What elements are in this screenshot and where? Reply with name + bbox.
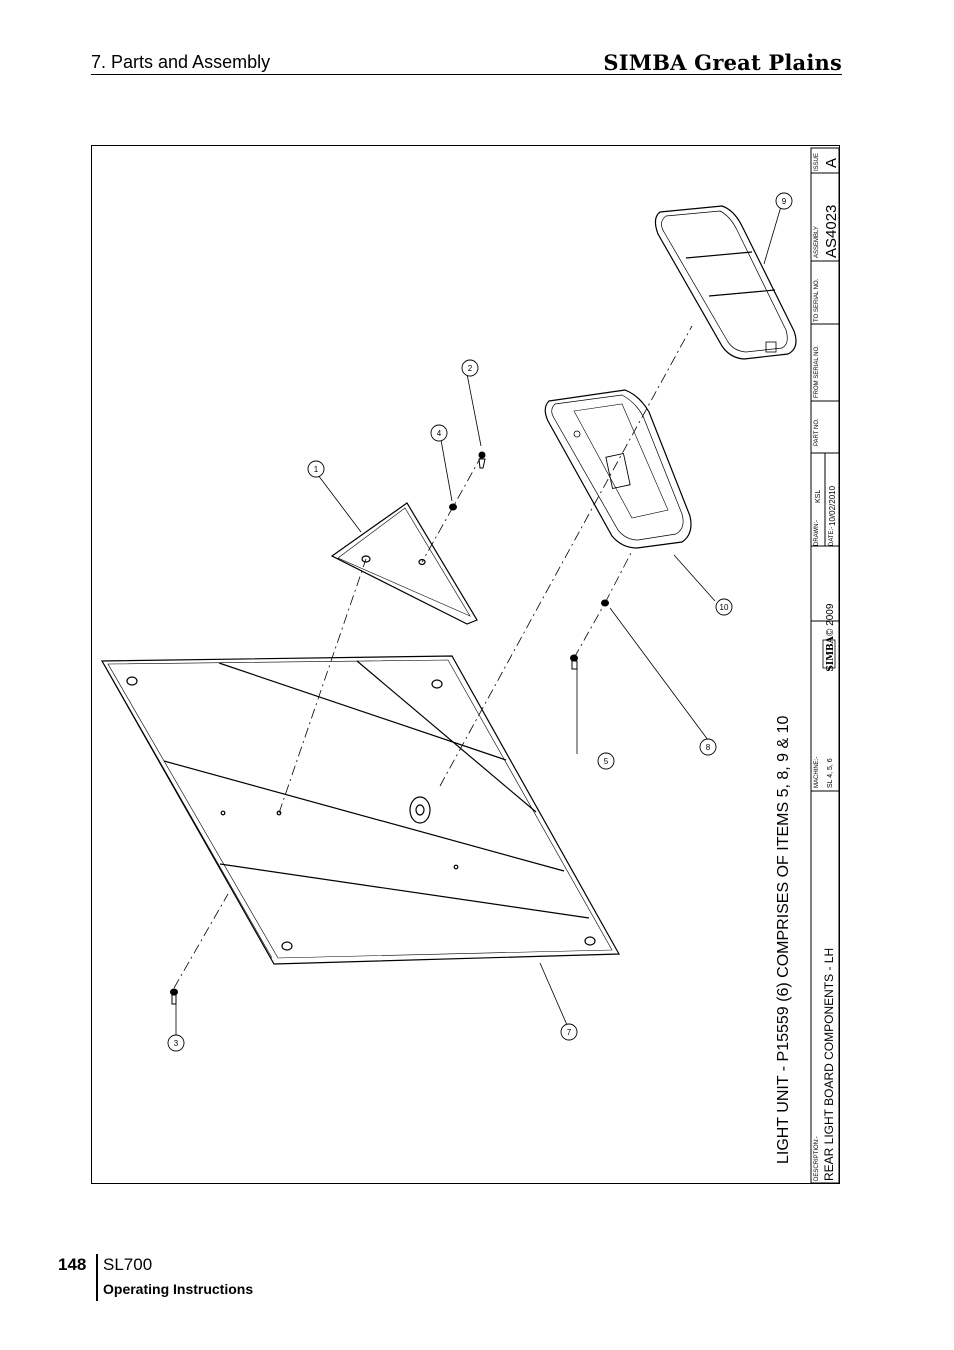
description-label: DESCRIPTION:- <box>814 1136 820 1181</box>
to-serial-label: TO SERIAL NO. <box>814 278 820 322</box>
issue-value: A <box>823 158 840 168</box>
callout-10: 10 <box>720 603 729 612</box>
callout-4: 4 <box>437 429 442 438</box>
machine-value: SL 4, 5, 6 <box>827 758 834 788</box>
description-value: REAR LIGHT BOARD COMPONENTS - LH <box>822 948 836 1181</box>
brand-logo: SIMBA Great Plains <box>603 50 842 75</box>
lamp-lens-part <box>654 205 797 360</box>
callout-9-balloon <box>775 192 793 210</box>
assembly-centerlines <box>173 325 693 989</box>
technical-drawing: 1 2 3 4 5 7 8 9 10 LIGHT UNIT - P15559 (… <box>91 145 840 1184</box>
callout-10-balloon <box>715 598 733 616</box>
date-label: DATE:- <box>829 527 835 546</box>
footer-divider <box>96 1254 98 1301</box>
callout-9: 9 <box>782 197 787 206</box>
callout-1: 1 <box>314 465 319 474</box>
assembly-label: ASSEMBLY <box>814 226 820 258</box>
issue-label: ISSUE <box>814 153 820 171</box>
title-block-text: DESCRIPTION:- REAR LIGHT BOARD COMPONENT… <box>814 153 840 1181</box>
callout-7: 7 <box>567 1028 572 1037</box>
leader-lines <box>175 202 783 1036</box>
callout-2-balloon <box>461 359 479 377</box>
drawn-value: KSL <box>815 490 822 503</box>
callout-8: 8 <box>706 743 711 752</box>
callout-2: 2 <box>468 364 473 373</box>
part-no-label: PART NO. <box>814 418 820 446</box>
callout-8-balloon <box>699 738 717 756</box>
simba-logo: SIMBA <box>822 635 836 672</box>
assembly-value: AS4023 <box>823 205 840 258</box>
light-board-part <box>100 655 621 965</box>
machine-label: MACHINE:- <box>814 757 820 788</box>
callout-3-balloon <box>167 1034 185 1052</box>
callout-numbers: 1 2 3 4 5 7 8 9 10 <box>174 197 787 1048</box>
model-name: SL700 <box>103 1255 153 1274</box>
header-divider <box>91 74 842 75</box>
lamp-housing-part <box>544 389 692 549</box>
reflector-triangle-part <box>330 502 478 625</box>
callout-5: 5 <box>604 757 609 766</box>
drawn-label: DRAWN:- <box>814 520 820 546</box>
callout-1-balloon <box>307 460 325 478</box>
callout-7-balloon <box>560 1023 578 1041</box>
callout-4-balloon <box>430 424 448 442</box>
callout-3: 3 <box>174 1039 179 1048</box>
section-title: 7. Parts and Assembly <box>91 52 271 72</box>
drawing-canvas: 1 2 3 4 5 7 8 9 10 LIGHT UNIT - P15559 (… <box>100 147 840 1184</box>
callout-5-balloon <box>597 752 615 770</box>
svg-text:SIMBA: SIMBA <box>826 635 836 671</box>
page-number: 148 <box>58 1255 87 1274</box>
callout-balloons <box>167 192 793 1052</box>
copyright: © 2009 <box>825 603 836 636</box>
title-block <box>810 147 840 1184</box>
document-type: Operating Instructions <box>103 1281 254 1297</box>
from-serial-label: FROM SERIAL NO. <box>814 345 820 398</box>
date-value: 10/02/2010 <box>828 485 837 526</box>
fasteners <box>170 451 609 1005</box>
light-unit-note: LIGHT UNIT - P15559 (6) COMPRISES OF ITE… <box>775 715 792 1164</box>
